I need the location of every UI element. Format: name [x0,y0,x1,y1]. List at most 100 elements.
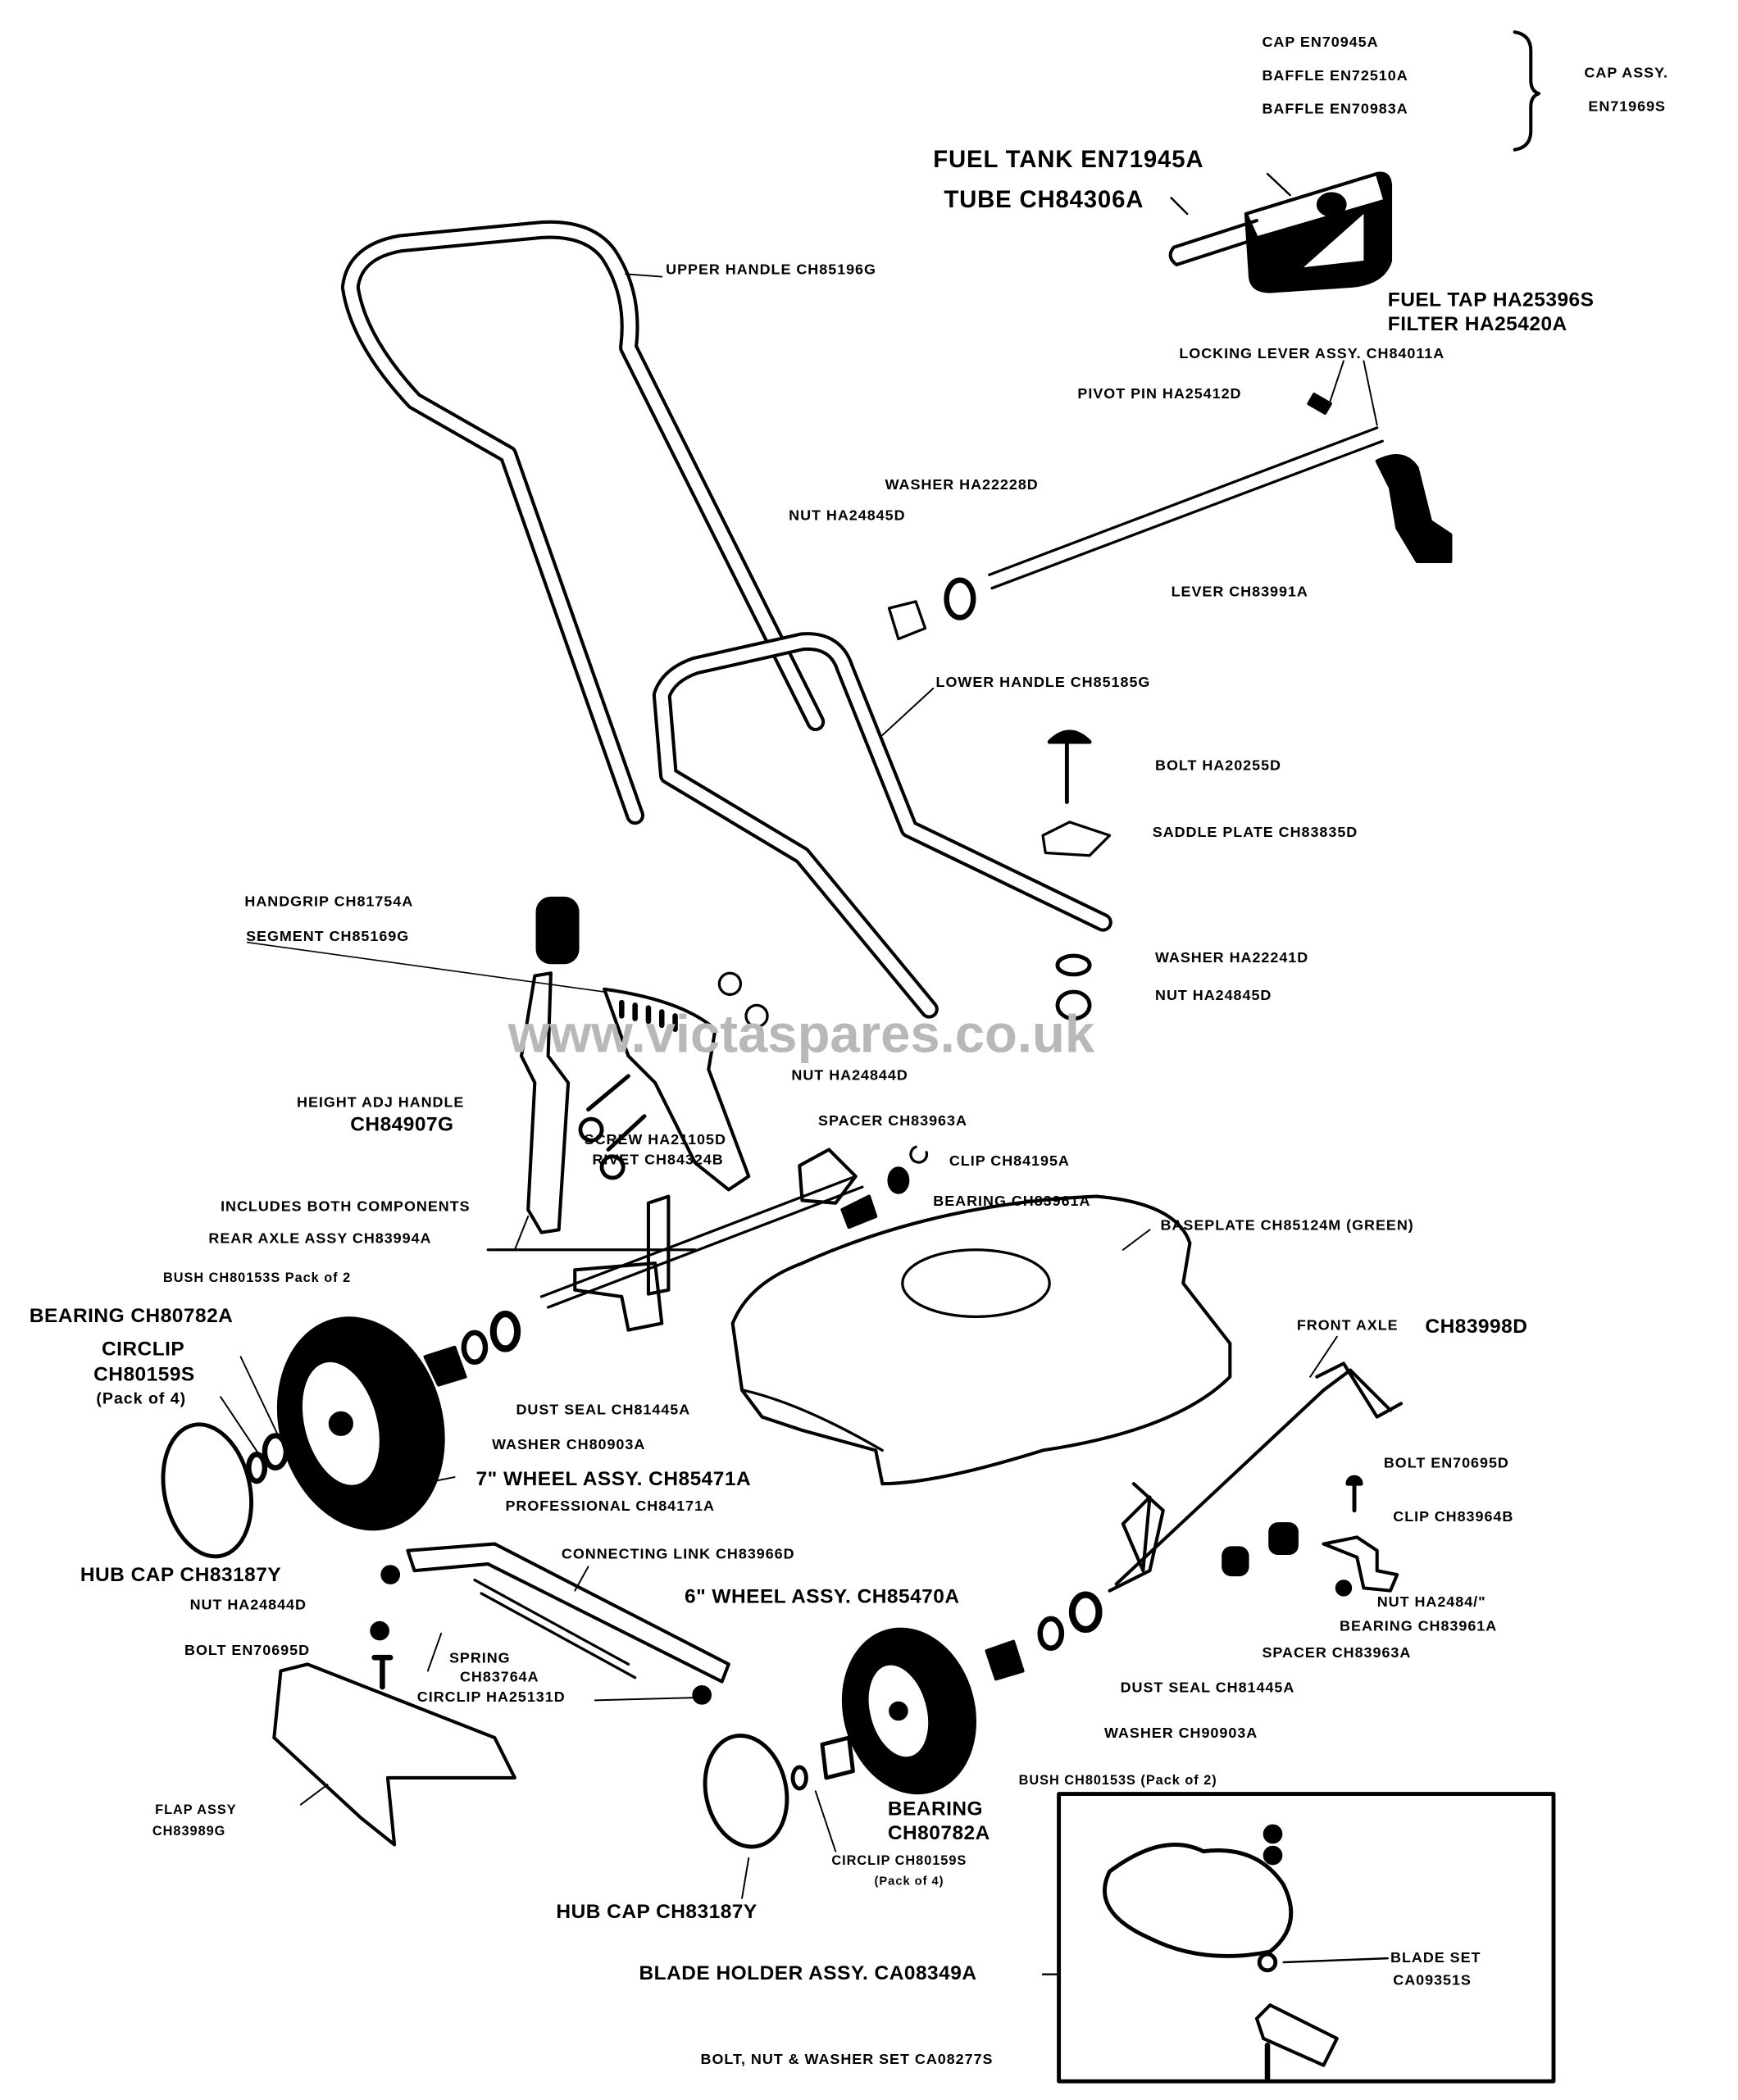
label-professional: PROFESSIONAL CH84171A [505,1498,715,1515]
label-bearing-6: BEARING [887,1798,984,1821]
washer-top [944,577,976,620]
label-saddle-plate: SADDLE PLATE CH83835D [1152,825,1358,841]
label-height-adj-code: CH84907G [350,1113,454,1137]
circlip-link-2 [692,1685,712,1705]
label-bearing-7: BEARING CH80782A [29,1304,234,1328]
label-blade-set-code: CA09351S [1393,1973,1472,1989]
blade-washer [1263,1845,1283,1866]
bolt-flap-part [371,1654,394,1690]
label-dust-seal-6: DUST SEAL CH81445A [1120,1680,1295,1697]
label-tube: TUBE CH84306A [944,185,1144,213]
hub-cap-6 [703,1734,789,1849]
label-bush-6: BUSH CH80153S (Pack of 2) [1018,1774,1217,1789]
label-lever: LEVER CH83991A [1171,584,1308,601]
clip-front [1322,1535,1399,1593]
label-bearing-front: BEARING CH83961A [1340,1618,1498,1635]
locking-lever-rod [988,426,1384,590]
nut-flap-part [370,1620,389,1641]
label-circlip-7: CIRCLIP [101,1338,185,1361]
nut-segment-1 [717,971,743,996]
blade-holder-disc [1103,1843,1294,1958]
bolt-handle [1047,730,1092,804]
spacer-front-part [1222,1546,1249,1577]
height-adj-handle [519,971,571,1234]
label-nut-front: NUT HA2484/" [1376,1594,1486,1611]
label-bolt-front: BOLT EN70695D [1383,1455,1509,1472]
bearing-6 [820,1735,855,1780]
label-fuel-tank: FUEL TANK EN71945A [933,145,1204,173]
circlip-link-1 [380,1565,401,1584]
dust-seal-front [1037,1616,1065,1652]
label-baffle-2: BAFFLE EN70983A [1262,101,1408,118]
label-height-adj-handle: HEIGHT ADJ HANDLE [297,1094,465,1111]
bush-rear [423,1345,467,1387]
label-spacer-rear: SPACER CH83963A [818,1113,967,1130]
label-filter: FILTER HA25420A [1387,312,1567,336]
bearing-rear [840,1194,878,1230]
rear-axle-bracket [573,1194,671,1332]
label-lower-handle: LOWER HANDLE CH85185G [935,675,1151,692]
front-axle [1114,1368,1393,1586]
label-cap-assy-code: EN71969S [1588,98,1667,116]
upper-handle [340,220,826,825]
label-flap-code: CH83989G [152,1825,226,1839]
label-bearing-6-code: CH80782A [887,1821,990,1845]
label-washer-top: WASHER HA22228D [885,477,1039,493]
label-baseplate: BASEPLATE CH85124M (GREEN) [1160,1217,1414,1234]
washer-front [1068,1591,1103,1634]
label-cap: CAP EN70945A [1262,34,1379,51]
label-washer-7: WASHER CH80903A [492,1437,646,1453]
clip-rear [909,1145,929,1164]
bearing-7 [262,1433,289,1470]
label-hub-cap-6: HUB CAP CH83187Y [556,1900,758,1924]
label-segment: SEGMENT CH85169G [246,929,410,945]
bush-front [985,1639,1025,1681]
label-locking-lever: LOCKING LEVER ASSY. CH84011A [1179,346,1445,362]
label-circlip-link: CIRCLIP HA25131D [416,1689,566,1706]
lever [1375,454,1453,563]
fuel-tube [1168,219,1262,266]
connecting-link [406,1542,730,1684]
label-baffle-1: BAFFLE EN72510A [1262,68,1408,84]
label-front-axle-code: CH83998D [1425,1315,1528,1339]
nut-front-part [1335,1580,1353,1597]
label-bearing-rear: BEARING CH83961A [933,1193,1091,1210]
dust-seal-rear [461,1330,489,1366]
label-bush-rear: BUSH CH80153S Pack of 2 [162,1270,352,1286]
label-bolt-nut-washer: BOLT, NUT & WASHER SET CA08277S [700,2052,994,2068]
label-cap-assy: CAP ASSY. [1584,65,1669,82]
label-nut-top: NUT HA24845D [789,507,906,525]
label-spacer-front: SPACER CH83963A [1262,1645,1412,1662]
screw-2 [599,1114,647,1180]
hub-cap-7 [161,1422,254,1559]
circlip-7 [246,1452,268,1484]
baseplate [730,1194,1232,1486]
label-bolt-flap: BOLT EN70695D [184,1643,311,1659]
spring [473,1578,637,1680]
label-nut-handle: NUT HA24845D [1155,988,1272,1004]
label-includes: INCLUDES BOTH COMPONENTS [221,1198,471,1216]
label-upper-handle: UPPER HANDLE CH85196G [666,261,876,279]
label-nut-segment: NUT HA24844D [791,1068,908,1084]
label-screw: SCREW HA21105D [584,1132,726,1148]
label-rivet: RIVET CH84324B [592,1152,724,1169]
label-washer-6: WASHER CH90903A [1104,1725,1258,1742]
bracket [1513,30,1541,152]
label-spring: SPRING [448,1651,511,1667]
label-wheel-6: 6" WHEEL ASSY. CH85470A [684,1585,960,1608]
label-nut-flap: NUT HA24844D [189,1597,307,1614]
wheel-7-inch [276,1316,445,1531]
leader-lines [220,360,1378,1899]
rear-axle [486,1175,864,1309]
label-flap-assy: FLAP ASSY [155,1802,237,1818]
label-fuel-tap: FUEL TAP HA25396S [1387,289,1595,311]
rear-axle-link [798,1148,858,1205]
screw-1 [578,1074,630,1143]
nut-segment-2 [744,1003,769,1029]
bearing-front-part [1268,1522,1299,1556]
label-circlip-7-code: CH80159S [93,1363,195,1387]
label-blade-holder: BLADE HOLDER ASSY. CA08349A [639,1962,977,1985]
label-spring-code: CH83764A [459,1669,539,1686]
